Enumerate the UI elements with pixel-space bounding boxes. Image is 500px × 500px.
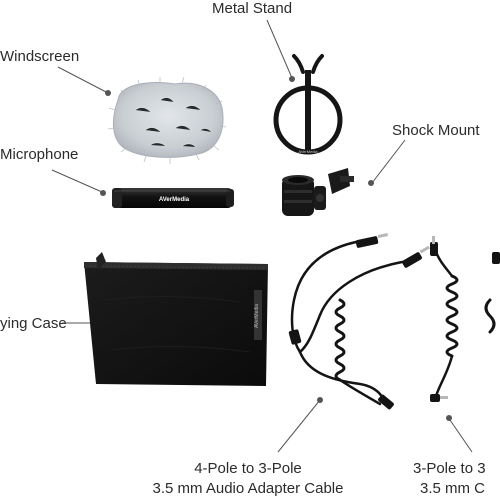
microphone-logo-text: AVerMedia	[159, 197, 190, 203]
microphone-body: AVerMedia	[112, 188, 234, 208]
leader-line-windscreen	[57, 66, 109, 94]
label-metal-stand: Metal Stand	[212, 0, 293, 17]
leader-line-metal-stand	[266, 19, 293, 79]
case-tag-text: AVerMedia	[254, 304, 260, 328]
stand-logo-text: AVerMedia	[298, 149, 318, 154]
label-microphone: Microphone	[0, 146, 79, 163]
leader-line-shock-mount	[371, 139, 406, 184]
label-shock-mount: Shock Mount	[392, 122, 480, 139]
leader-line-adapter-cable	[277, 399, 321, 453]
metal-stand: AVerMedia	[273, 54, 343, 155]
coiled-cable	[430, 236, 500, 402]
label-coiled-cable-line1: 3-Pole to 3	[413, 460, 486, 477]
windscreen-fur	[107, 76, 227, 164]
leader-lines	[51, 19, 473, 453]
leader-line-microphone	[51, 169, 103, 193]
label-windscreen: Windscreen	[0, 48, 80, 65]
carrying-case: AVerMedia	[84, 252, 268, 386]
adapter-cable	[288, 233, 430, 410]
label-carrying-case: ying Case	[0, 315, 67, 332]
label-adapter-cable-line1: 4-Pole to 3-Pole	[194, 460, 302, 477]
shock-mount	[282, 168, 354, 216]
leader-line-coiled-cable	[449, 419, 473, 453]
label-adapter-cable-line2: 3.5 mm Audio Adapter Cable	[152, 480, 344, 497]
label-coiled-cable-line2: 3.5 mm C	[420, 480, 486, 497]
